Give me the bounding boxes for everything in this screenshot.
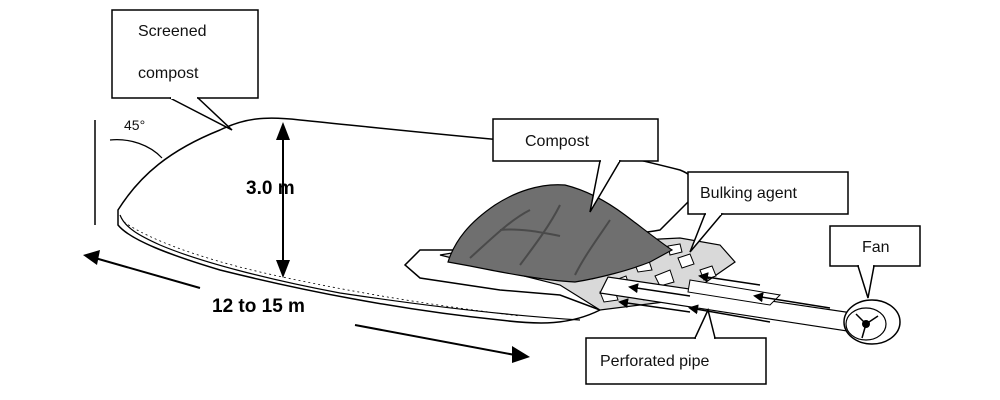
callout-box <box>492 118 659 162</box>
airflow-arrow-2 <box>628 283 691 297</box>
callout-label: Fan <box>862 239 890 256</box>
callout-bulking-agent: Bulking agent <box>687 171 849 253</box>
length-label: 12 to 15 m <box>212 296 305 317</box>
callout-pointer <box>693 307 716 339</box>
callout-box <box>829 225 921 267</box>
callout-perforated-pipe: Perforated pipe <box>585 307 767 385</box>
pile-base-edge <box>119 214 581 321</box>
airflow-arrow-5 <box>753 292 831 309</box>
height-dimension: 3.0 m <box>246 122 295 278</box>
callout-compost: Compost <box>492 118 659 213</box>
length-arrow-right-line <box>354 324 516 356</box>
callout-fan: Fan <box>829 225 921 299</box>
angle-label: 45° <box>124 117 145 133</box>
callout-label: Perforated pipe <box>600 353 710 370</box>
length-dimension: 12 to 15 m <box>83 250 530 363</box>
callout-pointer <box>856 265 875 299</box>
fan <box>843 299 901 345</box>
callout-label-line2: compost <box>138 65 199 82</box>
airflow-arrow-3 <box>618 298 691 313</box>
perforated-pipe <box>599 272 867 334</box>
pile-texture <box>123 221 521 317</box>
height-arrow-top <box>276 122 290 140</box>
airflow-arrow-1 <box>688 304 771 323</box>
length-arrow-left-line <box>94 257 201 289</box>
callout-box <box>687 171 849 215</box>
callout-box <box>585 337 767 385</box>
callout-label: Compost <box>525 133 590 150</box>
callout-label-line1: Screened <box>138 23 207 40</box>
angle-indicator: 45° <box>94 117 163 225</box>
fan-blades <box>855 313 879 339</box>
height-label: 3.0 m <box>246 178 295 199</box>
length-arrow-left-head <box>83 250 100 265</box>
callout-screened-compost: Screened compost <box>111 9 259 131</box>
height-arrow-bottom <box>276 260 290 278</box>
length-arrow-right-head <box>512 346 530 363</box>
callout-box <box>111 9 259 99</box>
angle-arc <box>109 139 163 159</box>
compost-heap <box>447 184 674 283</box>
callout-pointer <box>169 97 233 131</box>
compost-mound <box>447 184 674 283</box>
callout-label: Bulking agent <box>700 185 798 202</box>
airflow-arrow-4 <box>698 272 761 286</box>
compost-texture <box>469 204 611 276</box>
